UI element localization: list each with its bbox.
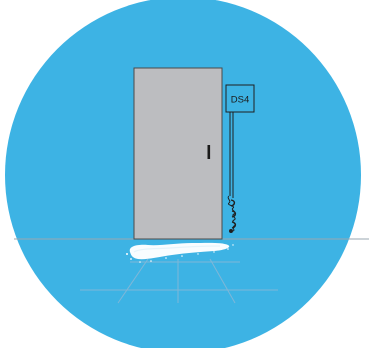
device-label: DS4 (231, 95, 249, 106)
door-handle-icon (207, 145, 211, 159)
door-icon (133, 67, 223, 240)
floor-grid (80, 258, 278, 304)
sensor-cable-icon (227, 112, 237, 233)
water-puddle-icon (126, 242, 234, 263)
device-label-box (225, 84, 255, 113)
